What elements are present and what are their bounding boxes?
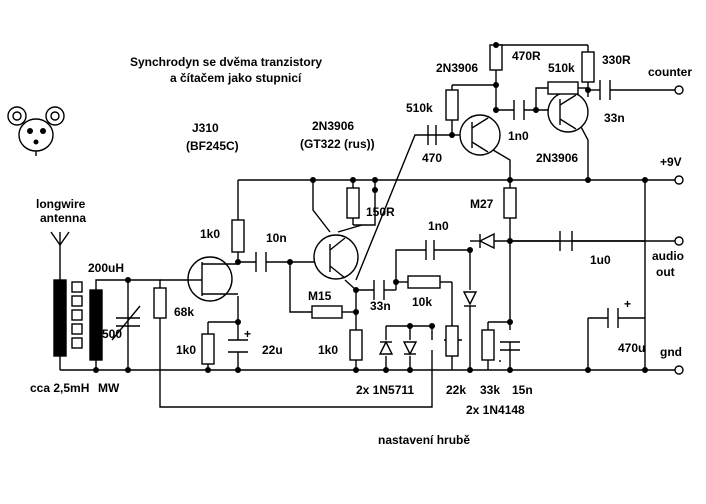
resistor-68k	[153, 287, 167, 319]
resistor-33k	[481, 329, 495, 361]
label-22k: 22k	[446, 383, 466, 397]
resistor-1k0-emitter	[349, 329, 363, 361]
label-10k: 10k	[412, 295, 432, 309]
label-1n0-top: 1n0	[508, 129, 529, 143]
labels: Synchrodyn se dvěma tranzistory a čítače…	[30, 49, 692, 447]
capacitor-1u0	[559, 231, 573, 251]
capacitor-470	[427, 125, 437, 145]
label-470r: 470R	[512, 49, 541, 63]
label-15n: 15n	[512, 383, 533, 397]
label-500: 500	[102, 327, 122, 341]
resistor-150r	[346, 187, 360, 219]
capacitor-470u	[607, 308, 619, 328]
resistor-1k0-source	[201, 333, 215, 365]
resistor-10k	[407, 275, 441, 289]
wires	[50, 44, 675, 408]
label-1n0-mid: 1n0	[428, 219, 449, 233]
label-9v: +9V	[660, 155, 682, 169]
terminal-audio-out	[674, 236, 684, 246]
label-antenna: antenna	[40, 211, 86, 225]
label-nastaveni: nastavení hrubě	[378, 433, 470, 447]
mouse-logo	[7, 106, 65, 156]
label-out: out	[656, 265, 675, 279]
potentiometer-22k	[445, 325, 459, 357]
label-33k: 33k	[480, 383, 500, 397]
label-bf245c: (BF245C)	[186, 139, 239, 153]
label-longwire: longwire	[36, 197, 86, 211]
label-gnd: gnd	[660, 345, 682, 359]
capacitor-10n	[255, 252, 267, 272]
label-m27: M27	[470, 197, 494, 211]
label-1u0: 1u0	[590, 253, 611, 267]
components	[53, 44, 619, 365]
transistor-q2	[313, 234, 359, 280]
capacitor-33n-top	[599, 80, 611, 100]
label-10n: 10n	[266, 231, 287, 245]
variable-capacitor-500	[111, 305, 141, 341]
label-mw: MW	[98, 381, 120, 395]
jfet-j310	[187, 256, 238, 302]
terminal-counter	[674, 85, 684, 95]
label-22u: 22u	[262, 343, 283, 357]
capacitor-33n-mid	[373, 280, 385, 300]
label-1n4148: 2x 1N4148	[466, 403, 525, 417]
label-470: 470	[422, 151, 442, 165]
title-line2: a čítačem jako stupnicí	[170, 71, 302, 85]
label-counter: counter	[648, 65, 692, 79]
diode-1n4148-b	[462, 291, 478, 307]
label-q3-name: 2N3906	[436, 61, 478, 75]
label-330r: 330R	[602, 53, 631, 67]
label-1k0-drain: 1k0	[200, 227, 220, 241]
label-510k-b: 510k	[548, 61, 575, 75]
capacitor-1n0-top	[513, 100, 525, 120]
resistor-330r	[581, 51, 595, 83]
label-470u: 470u	[618, 341, 645, 355]
resistor-m27	[503, 187, 517, 219]
label-q4-name: 2N3906	[536, 151, 578, 165]
label-1n5711: 2x 1N5711	[356, 383, 414, 397]
label-plus-a: +	[244, 327, 251, 341]
label-audio: audio	[652, 249, 684, 263]
resistor-510k-b	[547, 81, 579, 95]
diode-1n5711-b	[402, 341, 418, 356]
label-68k: 68k	[174, 305, 194, 319]
label-cca: cca 2,5mH	[30, 381, 89, 395]
label-1k0-source: 1k0	[176, 343, 196, 357]
label-510k-a: 510k	[406, 101, 433, 115]
diode-1n5711-a	[378, 340, 394, 355]
label-q2-alt: (GT322 (rus))	[300, 137, 375, 151]
coil-200uh	[89, 289, 103, 361]
resistor-1k0-drain	[231, 219, 245, 253]
capacitor-15n	[500, 341, 520, 351]
coil-2-5mh	[53, 279, 67, 357]
terminal-9v	[674, 175, 684, 185]
capacitor-22u	[228, 339, 248, 353]
terminal-gnd	[674, 365, 684, 375]
junction-dots	[93, 42, 648, 373]
label-33n-mid: 33n	[370, 299, 391, 313]
coil-winding	[71, 281, 83, 349]
transistor-q3	[459, 114, 501, 156]
resistor-510k-a	[445, 89, 459, 121]
label-j310: J310	[192, 121, 219, 135]
capacitor-1n0-mid	[425, 240, 435, 260]
title-line1: Synchrodyn se dvěma tranzistory	[130, 55, 322, 69]
label-33n-top: 33n	[604, 111, 625, 125]
label-m15: M15	[308, 289, 332, 303]
terminals	[674, 85, 684, 375]
diode-1n4148-a	[478, 232, 495, 250]
transistor-q4	[547, 91, 589, 133]
label-1k0-emitter: 1k0	[318, 343, 338, 357]
label-150r: 150R	[366, 205, 395, 219]
resistor-470r	[489, 44, 503, 71]
label-q2-name: 2N3906	[312, 119, 354, 133]
label-200uh: 200uH	[88, 261, 124, 275]
resistor-m15	[311, 305, 343, 319]
label-plus-b: +	[624, 297, 631, 311]
